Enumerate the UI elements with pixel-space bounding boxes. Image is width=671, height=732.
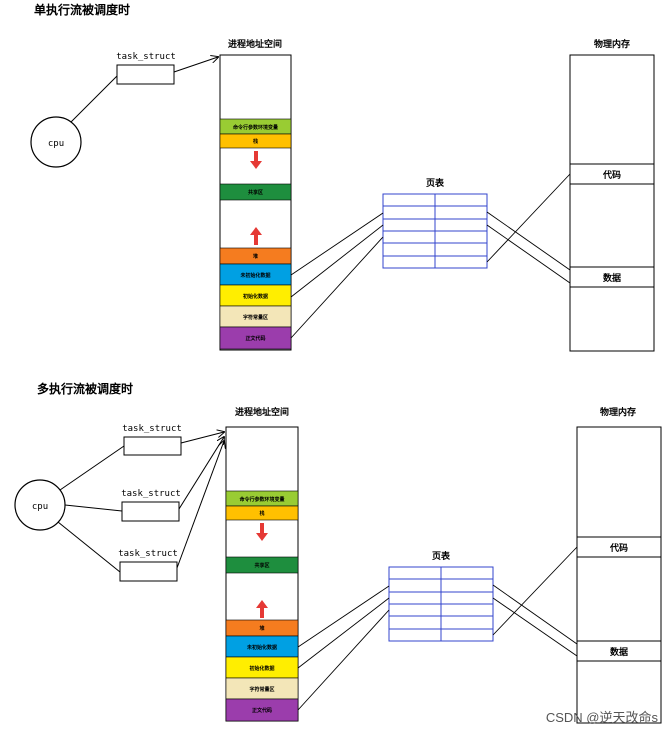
physical-memory-title: 物理内存 [594,38,630,50]
segment-label: 初始化数据 [243,293,268,300]
segment-label: 栈 [253,138,258,145]
segment-label: 堆 [259,625,264,632]
segment-label: 共享区 [248,189,263,196]
physical-cell-label: 数据 [610,646,628,658]
watermark: CSDN @逆天改命s [546,710,659,725]
address-space-title: 进程地址空间 [235,406,289,418]
page-table-title: 页表 [426,177,445,189]
task-struct-box [123,436,182,456]
segment-stack [225,505,299,521]
physical-data-cell [569,266,655,288]
segment-label: 字符常量区 [243,314,268,321]
segment-label: 未初始化数据 [246,644,277,651]
cpu-circle [30,116,82,168]
page-table-title: 页表 [432,550,451,562]
physical-data-cell [576,640,662,662]
heap-grow-arrow [256,600,268,618]
physical-cell-label: 代码 [609,542,628,554]
segment-label: 正文代码 [245,335,265,342]
segment-shared [219,183,292,201]
task-struct-label: task_struct [118,549,178,559]
segment-label: 堆 [253,253,258,260]
diagram-title: 多执行流被调度时 [37,381,133,396]
segment-stack [219,133,292,149]
segment-label: 正文代码 [252,707,272,714]
physical-memory-title: 物理内存 [600,406,636,418]
multi-flow-diagram: 多执行流被调度时 cpu task_struct task_struct tas… [14,381,662,724]
task-struct-box [119,561,178,582]
segment-label: 共享区 [254,562,269,569]
task-struct-label: task_struct [116,52,176,62]
physical-cell-label: 代码 [602,169,621,181]
segment-label: 初始化数据 [249,665,274,672]
single-flow-diagram: 单执行流被调度时 cpu task_struct 进程地址空间 命令行参数环境变… [30,2,655,352]
segment-label: 命令行参数环境变量 [238,496,284,503]
segment-label: 未初始化数据 [239,272,270,279]
segment-label: 命令行参数环境变量 [232,124,278,131]
physical-cell-label: 数据 [603,272,621,284]
cpu-label: cpu [48,139,64,149]
page-table [388,566,494,642]
task-to-space-arrow [173,57,218,73]
segment-label: 字符常量区 [249,686,274,693]
physical-memory-box [576,426,662,724]
mapping-lines [297,546,578,711]
segment-label: 栈 [259,510,264,517]
heap-grow-arrow [250,227,262,245]
physical-memory-box [569,54,655,352]
address-space-title: 进程地址空间 [228,38,282,50]
stack-grow-arrow [250,151,262,169]
stack-grow-arrow [256,523,268,541]
task-struct-label: task_struct [121,489,181,499]
task-to-space-arrows [176,432,224,569]
diagram-title: 单执行流被调度时 [34,2,130,17]
task-struct-box [116,64,175,85]
cpu-to-task-line [70,75,118,123]
cpu-to-task-lines [57,445,125,573]
page-table [382,193,488,269]
task-struct-label: task_struct [122,424,182,434]
task-struct-box [121,501,180,522]
cpu-label: cpu [32,502,48,512]
mapping-lines [290,173,571,339]
segment-shared [225,556,299,574]
